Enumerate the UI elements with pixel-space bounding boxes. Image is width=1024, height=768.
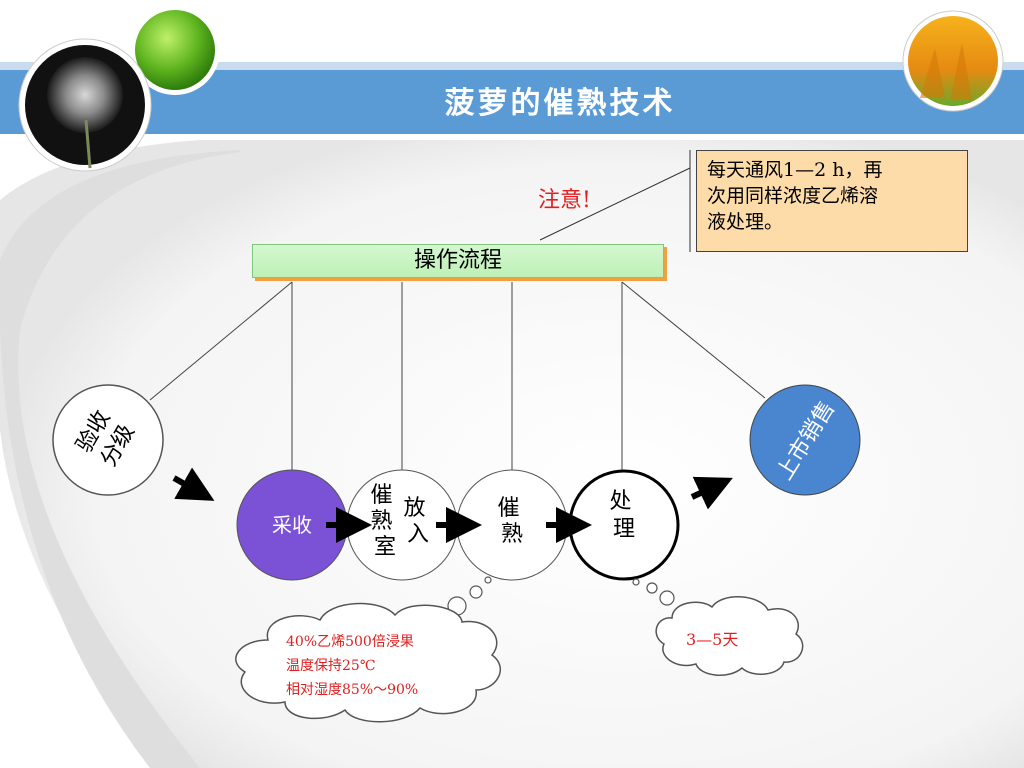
green-ball-icon (135, 10, 215, 90)
connector-lines (149, 281, 766, 472)
step-harvest: 采收 (272, 513, 312, 537)
flow-arrows (172, 467, 733, 543)
note-box: 每天通风1—2 h，再 次用同样浓度乙烯溶 液处理。 (696, 150, 968, 252)
flow-title: 操作流程 (413, 248, 502, 273)
cloud-left-text: 40%乙烯500倍浸果 温度保持25℃ 相对湿度85%～90% (286, 630, 506, 702)
cloud-line: 相对湿度85%～90% (286, 682, 419, 698)
callout-line (539, 167, 691, 241)
room-char-3: 室 (374, 535, 396, 560)
top-right-decor (902, 10, 1004, 112)
ripen-char-1: 催 (497, 496, 519, 521)
process-char-1: 处 (609, 489, 631, 514)
note-line: 液处理。 (707, 211, 784, 233)
put-char-1: 放 (403, 496, 425, 521)
room-char-1: 催 (370, 483, 392, 508)
step-room-vertical: 催 熟 室 (370, 483, 399, 560)
page-title: 菠萝的催熟技术 (444, 86, 676, 121)
flow-title-bar: 操作流程 (252, 244, 664, 278)
ripen-char-2: 熟 (501, 522, 523, 547)
process-char-2: 理 (613, 517, 635, 542)
cloud-line: 40%乙烯500倍浸果 (286, 634, 414, 650)
put-char-2: 入 (407, 522, 429, 547)
thought-bubbles-left (447, 576, 492, 616)
room-char-2: 熟 (370, 509, 392, 534)
cloud-line: 温度保持25℃ (286, 658, 376, 674)
thought-bubbles-right (632, 578, 675, 606)
step-process-vertical: 处 理 (609, 489, 638, 542)
step-put-vertical: 放 入 (403, 496, 432, 547)
cloud-left (235, 602, 502, 723)
cloud-right (655, 596, 804, 676)
step-ripen-vertical: 催 熟 (497, 496, 526, 547)
step-circle-grading (52, 384, 164, 496)
step-circle-sell (749, 384, 861, 496)
note-line: 次用同样浓度乙烯溶 (707, 185, 879, 207)
top-left-decor (18, 5, 220, 172)
note-line: 每天通风1—2 h，再 (707, 159, 883, 181)
notice-label: 注意! (538, 188, 591, 213)
cloud-right-text: 3—5天 (686, 630, 739, 649)
